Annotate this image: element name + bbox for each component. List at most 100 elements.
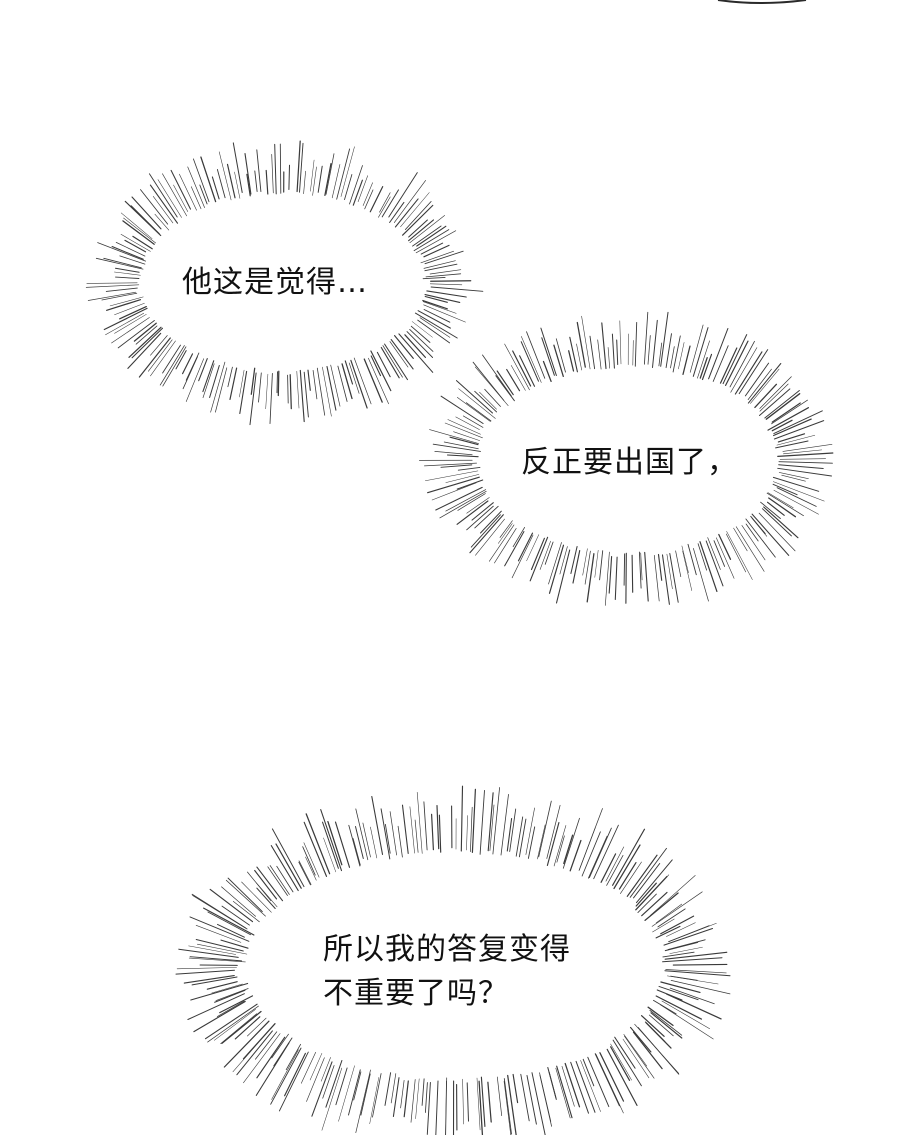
burst-stroke [88, 292, 136, 300]
burst-stroke [351, 360, 367, 408]
burst-stroke [697, 341, 709, 378]
burst-stroke [186, 359, 204, 402]
thought-bubble-3-line-1: 所以我的答复变得 [323, 928, 571, 972]
burst-stroke [331, 365, 340, 406]
burst-stroke [480, 392, 497, 409]
burst-stroke [259, 373, 262, 402]
burst-stroke [116, 268, 140, 272]
burst-stroke [214, 1009, 255, 1040]
burst-stroke [318, 166, 322, 192]
burst-stroke [519, 819, 526, 857]
burst-stroke [188, 167, 205, 208]
burst-stroke [257, 888, 275, 908]
burst-stroke [683, 346, 690, 374]
burst-stroke [554, 825, 566, 866]
burst-stroke [457, 381, 493, 413]
burst-stroke [266, 374, 268, 409]
burst-stroke [415, 313, 457, 338]
burst-stroke [636, 883, 656, 906]
burst-stroke [427, 1083, 430, 1135]
burst-stroke [488, 1082, 491, 1122]
burst-stroke [588, 836, 607, 878]
burst-stroke [380, 193, 391, 213]
burst-stroke [778, 468, 832, 476]
burst-stroke [423, 277, 445, 278]
burst-stroke [564, 835, 573, 863]
burst-stroke [272, 829, 304, 887]
burst-stroke [226, 880, 265, 916]
burst-stroke [654, 555, 659, 601]
burst-stroke [589, 828, 611, 878]
burst-stroke [779, 465, 824, 469]
burst-stroke [372, 797, 383, 855]
burst-stroke [772, 403, 800, 422]
burst-stroke [670, 554, 678, 603]
burst-stroke [370, 827, 376, 858]
burst-stroke [353, 180, 362, 205]
burst-stroke [671, 976, 698, 980]
burst-stroke [485, 389, 501, 406]
burst-stroke [666, 923, 695, 937]
burst-stroke [321, 810, 342, 871]
burst-stroke [401, 1080, 405, 1108]
burst-stroke [210, 366, 220, 398]
burst-stroke [557, 836, 565, 862]
burst-stroke [432, 483, 476, 500]
burst-stroke [297, 371, 299, 408]
burst-stroke [435, 451, 472, 454]
burst-stroke [693, 548, 708, 601]
burst-stroke [425, 264, 457, 271]
burst-stroke [176, 970, 235, 974]
burst-stroke [651, 1013, 682, 1038]
burst-stroke [290, 375, 291, 409]
burst-stroke [134, 323, 156, 341]
burst-stroke [299, 862, 311, 885]
burst-stroke [390, 812, 397, 855]
burst-stroke [615, 557, 617, 599]
burst-stroke [266, 171, 268, 195]
burst-stroke [605, 552, 609, 605]
burst-stroke [304, 843, 319, 878]
burst-stroke [528, 827, 534, 859]
burst-stroke [403, 205, 433, 235]
burst-stroke [608, 347, 610, 368]
burst-stroke [439, 815, 440, 852]
burst-stroke [467, 816, 468, 851]
burst-stroke [661, 982, 700, 992]
burst-stroke [513, 1074, 518, 1102]
burst-stroke [470, 515, 503, 553]
burst-stroke [410, 807, 415, 854]
burst-stroke [614, 845, 640, 889]
burst-stroke [121, 213, 152, 239]
burst-stroke [421, 251, 454, 263]
burst-stroke [171, 170, 190, 209]
burst-stroke [277, 372, 278, 393]
burst-stroke [736, 527, 764, 572]
burst-stroke [186, 353, 199, 380]
burst-stroke [106, 288, 137, 291]
burst-stroke [270, 866, 289, 895]
burst-stroke [303, 847, 316, 875]
burst-stroke [537, 825, 545, 859]
burst-stroke [149, 174, 177, 217]
burst-stroke [595, 550, 598, 577]
burst-stroke [507, 819, 511, 851]
burst-stroke [361, 1074, 370, 1115]
burst-stroke [278, 371, 279, 395]
burst-stroke [390, 342, 408, 368]
burst-stroke [391, 1074, 396, 1103]
burst-stroke [457, 480, 483, 489]
burst-stroke [313, 167, 317, 196]
burst-stroke [420, 318, 450, 338]
burst-stroke [441, 396, 483, 423]
burst-stroke [196, 925, 241, 942]
burst-stroke [338, 366, 347, 401]
burst-stroke [176, 351, 186, 369]
burst-stroke [194, 1002, 245, 1032]
burst-stroke [128, 333, 161, 368]
burst-stroke [280, 144, 281, 193]
burst-stroke [600, 551, 603, 580]
burst-stroke [425, 471, 478, 481]
burst-stroke [300, 370, 304, 421]
burst-stroke [457, 501, 488, 524]
